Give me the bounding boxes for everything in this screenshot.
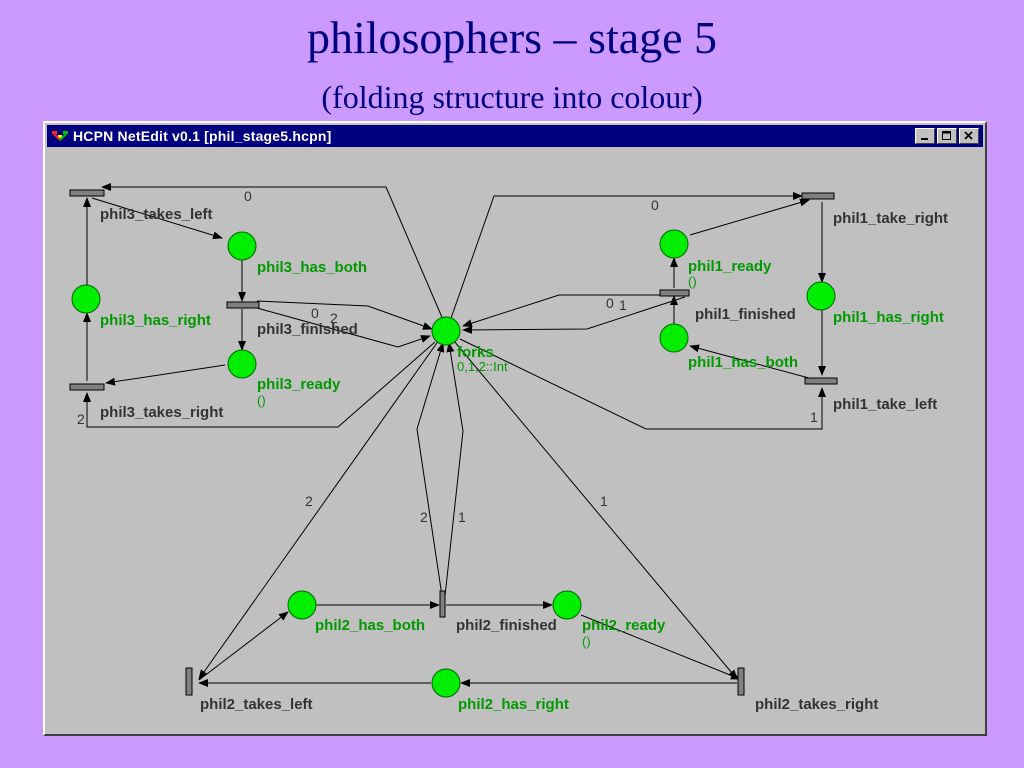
place-phil2-has-both[interactable]: [287, 590, 317, 620]
transition-phil1-take-right[interactable]: [801, 192, 835, 200]
transition-phil2-takes-right[interactable]: [737, 667, 745, 696]
arc: [462, 294, 660, 328]
arc: [198, 339, 440, 680]
label-phil3-has-both: phil3_has_both: [257, 259, 367, 276]
minimize-icon: [921, 138, 928, 140]
maximize-button[interactable]: [937, 128, 957, 144]
close-button[interactable]: [959, 128, 979, 144]
arc: [459, 338, 826, 430]
arc-label: 0: [651, 197, 659, 213]
label-phil2-finished: phil2_finished: [456, 617, 557, 634]
label-phil2-ready: phil2_ready: [582, 617, 666, 634]
label-phil1-take-right: phil1_take_right: [833, 210, 948, 227]
arc: [256, 300, 433, 330]
place-phil1-ready[interactable]: [659, 229, 689, 259]
marking-phil2-ready: (): [582, 634, 591, 649]
label-phil1-finished: phil1_finished: [695, 306, 796, 323]
arc-inscriptions: 0 0 2 2 0 0 1 1 2 2 1 1: [77, 188, 818, 525]
marking-phil3-ready: (): [257, 393, 266, 408]
label-phil2-takes-right: phil2_takes_right: [755, 696, 878, 713]
marking-forks: 0,1,2::Int: [457, 359, 508, 374]
arc: [580, 614, 741, 680]
label-phil3-has-right: phil3_has_right: [100, 312, 211, 329]
arc-label: 2: [305, 493, 313, 509]
arc: [689, 198, 810, 236]
arc-label: 0: [311, 305, 319, 321]
place-phil3-has-right[interactable]: [71, 284, 101, 314]
label-phil1-has-right: phil1_has_right: [833, 309, 944, 326]
arc: [83, 341, 436, 428]
place-phil2-has-right[interactable]: [431, 668, 461, 698]
arc-label: 2: [420, 509, 428, 525]
arc: [198, 611, 289, 681]
arc: [462, 296, 686, 334]
petri-net-diagram: phil3_takes_left phil3_finished phil3_ta…: [69, 183, 948, 713]
arc: [444, 342, 464, 597]
window-title: HCPN NetEdit v0.1 [phil_stage5.hcpn]: [73, 128, 332, 144]
arc-label: 1: [600, 493, 608, 509]
net-canvas[interactable]: phil3_takes_left phil3_finished phil3_ta…: [45, 149, 985, 734]
arc: [449, 192, 803, 322]
window-titlebar[interactable]: HCPN NetEdit v0.1 [phil_stage5.hcpn]: [47, 125, 983, 147]
slide-subtitle: (folding structure into colour): [321, 79, 703, 115]
place-phil3-ready[interactable]: [227, 349, 257, 379]
label-phil2-has-both: phil2_has_both: [315, 617, 425, 634]
transitions: [69, 189, 838, 696]
transition-phil2-takes-left[interactable]: [185, 667, 193, 696]
transition-phil2-finished[interactable]: [439, 590, 446, 618]
transition-labels: phil3_takes_left phil3_finished phil3_ta…: [100, 206, 948, 713]
arc: [416, 342, 445, 597]
label-phil3-ready: phil3_ready: [257, 376, 341, 393]
place-phil1-has-right[interactable]: [806, 281, 836, 311]
arc-label: 0: [606, 295, 614, 311]
label-phil3-takes-left: phil3_takes_left: [100, 206, 213, 223]
arc: [689, 344, 810, 379]
arc-label: 1: [458, 509, 466, 525]
place-phil3-has-both[interactable]: [227, 231, 257, 261]
arc-label: 2: [330, 310, 338, 326]
label-forks: forks: [457, 344, 494, 361]
arc: [256, 307, 431, 348]
label-phil1-take-left: phil1_take_left: [833, 396, 937, 413]
label-phil3-finished: phil3_finished: [257, 321, 358, 338]
minimize-button[interactable]: [915, 128, 935, 144]
label-phil3-takes-right: phil3_takes_right: [100, 404, 223, 421]
window-controls: [913, 128, 979, 144]
places: [71, 229, 836, 698]
transition-phil1-finished[interactable]: [659, 289, 690, 297]
place-labels: forks 0,1,2::Int phil3_has_both phil3_ha…: [100, 258, 944, 713]
label-phil1-has-both: phil1_has_both: [688, 354, 798, 371]
place-forks[interactable]: [431, 316, 461, 346]
arc: [91, 197, 223, 240]
label-phil1-ready: phil1_ready: [688, 258, 772, 275]
app-icon: [49, 126, 71, 146]
transition-phil3-finished[interactable]: [226, 301, 260, 309]
arc-label: 1: [810, 409, 818, 425]
maximize-icon: [942, 131, 951, 140]
marking-phil1-ready: (): [688, 274, 697, 289]
netedit-window: HCPN NetEdit v0.1 [phil_stage5.hcpn]: [43, 121, 987, 736]
arc: [101, 183, 445, 323]
place-phil1-has-both[interactable]: [659, 323, 689, 353]
transition-phil3-takes-right[interactable]: [69, 383, 105, 391]
transition-phil3-takes-left[interactable]: [69, 189, 105, 197]
arc-label: 0: [244, 188, 252, 204]
arc-label: 2: [77, 411, 85, 427]
slide-title: philosophers – stage 5: [306, 12, 718, 63]
arc-label: 1: [619, 297, 627, 313]
label-phil2-takes-left: phil2_takes_left: [200, 696, 313, 713]
arcs: [83, 183, 826, 687]
label-phil2-has-right: phil2_has_right: [458, 696, 569, 713]
arc: [453, 340, 738, 680]
transition-phil1-take-left[interactable]: [804, 377, 838, 385]
close-icon: [964, 131, 973, 140]
arc: [105, 364, 226, 386]
place-phil2-ready[interactable]: [552, 590, 582, 620]
